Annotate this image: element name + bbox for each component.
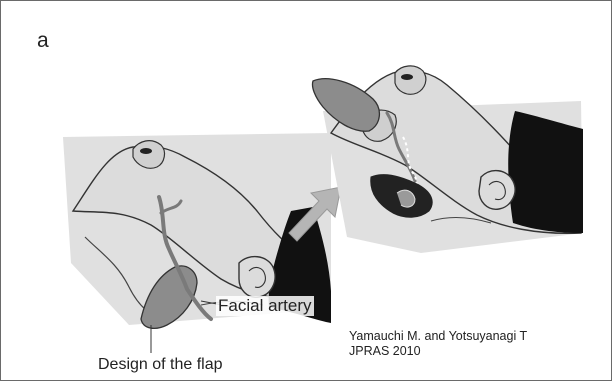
flap-design-label: Design of the flap [98, 356, 223, 374]
right-nose [395, 66, 426, 94]
left-ear [239, 257, 275, 298]
right-hair [508, 111, 583, 233]
right-head-illustration [312, 66, 583, 253]
facial-artery-label: Facial artery [216, 296, 314, 316]
left-nostril [140, 148, 152, 154]
citation-journal: JPRAS 2010 [349, 344, 527, 359]
citation: Yamauchi M. and Yotsuyanagi T JPRAS 2010 [349, 329, 527, 359]
left-head-illustration [63, 133, 331, 353]
right-flap-on-lip [312, 79, 379, 131]
right-nostril [401, 74, 413, 80]
citation-authors: Yamauchi M. and Yotsuyanagi T [349, 329, 527, 344]
panel-label: a [37, 29, 49, 53]
right-ear [479, 171, 515, 210]
